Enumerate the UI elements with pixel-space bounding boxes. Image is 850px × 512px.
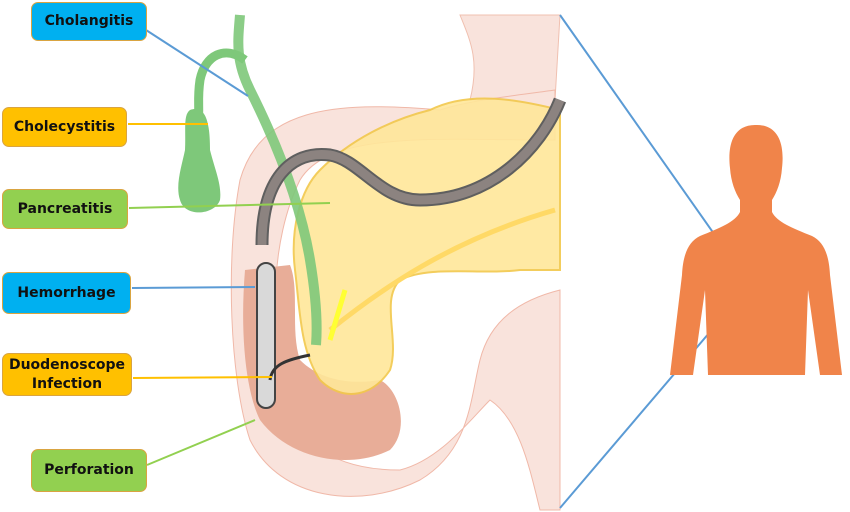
label-duodenoscope-infection: Duodenoscope Infection (2, 353, 132, 396)
label-perforation: Perforation (31, 449, 147, 492)
human-body-silhouette (670, 125, 842, 375)
gallbladder (178, 109, 221, 213)
label-hemorrhage: Hemorrhage (2, 272, 131, 314)
guidewire (327, 289, 348, 341)
duodenoscope-tip (256, 262, 276, 409)
pancreatic-duct (328, 207, 556, 332)
duodenoscope-text: Duodenoscope (8, 356, 126, 373)
perforation-text: Perforation (44, 462, 134, 478)
endoscope-tube-highlight (257, 98, 565, 246)
label-cholecystitis: Cholecystitis (2, 107, 127, 147)
infection-text: Infection (31, 375, 103, 392)
pancreatitis-text: Pancreatitis (17, 200, 113, 217)
cholecystitis-text: Cholecystitis (13, 118, 116, 135)
duodenal-mucosa (243, 265, 401, 460)
stomach (459, 14, 561, 101)
label-pancreatitis: Pancreatitis (2, 189, 128, 229)
label-cholangitis: Cholangitis (31, 2, 147, 41)
hemorrhage-text: Hemorrhage (17, 284, 116, 301)
pointer-lines (128, 29, 331, 466)
cholangitis-text: Cholangitis (44, 13, 134, 29)
